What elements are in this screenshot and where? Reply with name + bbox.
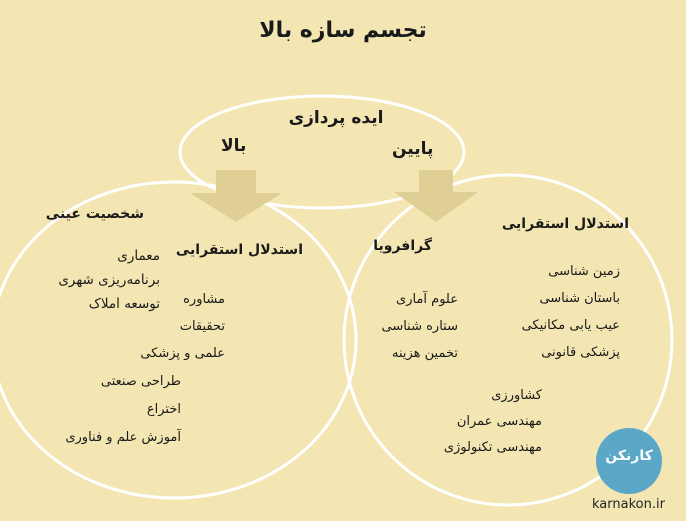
list-item: مهندسی عمران bbox=[456, 414, 542, 429]
diagram-title: تجسم سازه بالا bbox=[259, 18, 427, 43]
list-item: مشاوره bbox=[183, 292, 225, 307]
top-ellipse bbox=[178, 94, 466, 210]
right-circle bbox=[342, 173, 674, 507]
right-heading-a: گرافرویا bbox=[373, 238, 432, 254]
logo-badge bbox=[596, 428, 662, 494]
left-heading-a: شخصیت عینی bbox=[45, 206, 144, 222]
list-item: علمی و پزشکی bbox=[140, 346, 225, 361]
site-url[interactable]: karnakon.ir bbox=[592, 497, 665, 512]
right-down-arrow bbox=[394, 170, 478, 222]
left-list-c: طراحی صنعتی اختراع آموزش علم و فناوری bbox=[65, 368, 181, 452]
list-item: طراحی صنعتی bbox=[100, 374, 181, 389]
list-item: باستان شناسی bbox=[539, 291, 620, 306]
left-circle bbox=[0, 180, 358, 500]
list-item: برنامه‌ریزی شهری bbox=[58, 272, 160, 288]
right-list-a: علوم آماری ستاره شناسی تخمین هزینه bbox=[381, 286, 458, 367]
logo-text: کارنکن bbox=[605, 448, 653, 464]
left-down-arrow bbox=[190, 170, 282, 222]
right-list-c: کشاورزی مهندسی عمران مهندسی تکنولوژی bbox=[444, 383, 542, 461]
list-item: علوم آماری bbox=[396, 292, 458, 307]
up-label: بالا bbox=[221, 136, 247, 156]
list-item: کشاورزی bbox=[491, 388, 542, 403]
left-list-b: مشاوره تحقیقات علمی و پزشکی bbox=[140, 286, 225, 367]
right-list-b: زمین شناسی باستان شناسی عیب یابی مکانیکی… bbox=[522, 258, 620, 366]
list-item: توسعه املاک bbox=[88, 296, 160, 312]
center-label: ایده پردازی bbox=[288, 108, 384, 128]
list-item: آموزش علم و فناوری bbox=[65, 430, 181, 445]
left-list-a: معماری برنامه‌ریزی شهری توسعه املاک bbox=[58, 244, 160, 316]
list-item: معماری bbox=[117, 248, 160, 264]
list-item: اختراع bbox=[146, 402, 181, 417]
list-item: زمین شناسی bbox=[548, 264, 620, 279]
list-item: ستاره شناسی bbox=[381, 319, 458, 334]
list-item: پزشکی قانونی bbox=[541, 345, 620, 360]
list-item: مهندسی تکنولوژی bbox=[443, 440, 542, 455]
down-label: پایین bbox=[392, 139, 434, 159]
list-item: عیب یابی مکانیکی bbox=[521, 318, 620, 333]
list-item: تحقیقات bbox=[179, 319, 225, 334]
right-heading-b: استدلال استقرایی bbox=[501, 216, 629, 232]
left-heading-b: استدلال استقرایی bbox=[175, 242, 303, 258]
list-item: تخمین هزینه bbox=[391, 346, 458, 361]
